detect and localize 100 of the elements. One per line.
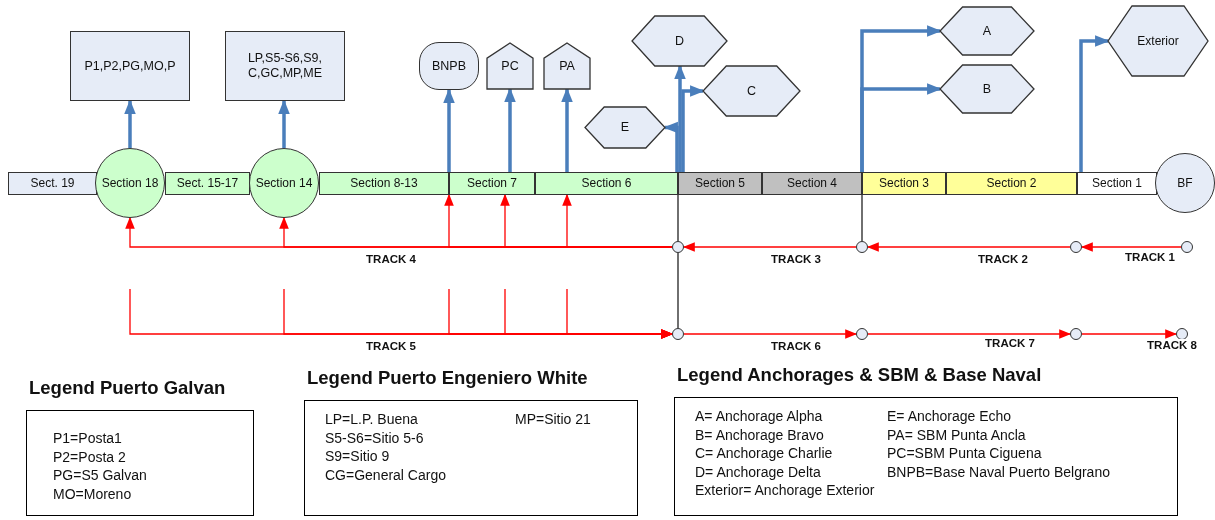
node-label: BNPB <box>431 58 466 74</box>
junction-circle <box>672 328 684 340</box>
legend-entry: CG=General Cargo <box>325 465 446 484</box>
connector-line <box>677 194 679 242</box>
node-label: B <box>982 81 992 97</box>
section-segment <box>319 172 449 195</box>
arrow <box>866 242 1071 252</box>
legend-entry: P2=Posta 2 <box>53 447 126 466</box>
arrow <box>681 85 705 172</box>
section-segment <box>762 172 862 195</box>
junction-circle <box>1070 241 1082 253</box>
node-label: PA <box>559 58 575 74</box>
node-label: Section 1 <box>1091 176 1142 191</box>
terminal-box <box>225 31 345 101</box>
node-label: Section 18 <box>101 175 159 191</box>
junction-circle <box>1070 328 1082 340</box>
arrow <box>443 88 455 172</box>
track-label: TRACK 6 <box>769 340 823 352</box>
arrow <box>1079 35 1110 172</box>
node-label: Section 2 <box>986 176 1037 191</box>
legend-heading: Legend Puerto Engeniero White <box>307 367 588 389</box>
legend-entry: MO=Moreno <box>53 484 132 503</box>
arrow <box>663 121 679 172</box>
section-segment <box>535 172 678 195</box>
arrow <box>1080 242 1182 252</box>
legend-entry: BNPB=Base Naval Puerto Belgrano <box>887 462 1110 481</box>
arrow <box>683 329 858 339</box>
node-label: LP,S5-S6,S9, C,GC,MP,ME <box>246 51 324 81</box>
track-label: TRACK 7 <box>983 337 1037 349</box>
node-label: BF <box>1177 175 1193 191</box>
legend-entry: B= Anchorage Bravo <box>695 425 824 444</box>
legend-entry: PA= SBM Punta Ancla <box>887 425 1026 444</box>
node-label: Section 14 <box>255 175 313 191</box>
hexagon-marker <box>632 16 727 66</box>
legend-entry: PC=SBM Punta Ciguena <box>887 444 1042 462</box>
section-segment <box>165 172 250 195</box>
arrow <box>860 83 942 172</box>
legend-entry: PG=S5 Galvan <box>53 466 147 484</box>
node-label: C <box>747 83 756 99</box>
connector-line <box>861 194 863 242</box>
junction-circle <box>856 241 868 253</box>
node-label: Section 3 <box>878 176 929 191</box>
arrow <box>1081 329 1178 339</box>
end-circle <box>1155 153 1215 213</box>
hexagon-marker <box>940 65 1034 113</box>
section-segment <box>946 172 1077 195</box>
legend-entry: S5-S6=Sitio 5-6 <box>325 428 424 447</box>
legend-entry: MP=Sitio 21 <box>515 410 591 428</box>
track-label: TRACK 1 <box>1123 251 1177 263</box>
connector-line <box>677 252 679 329</box>
hexagon-marker <box>940 7 1034 55</box>
track-label: TRACK 4 <box>364 253 418 265</box>
pentagon-marker <box>544 43 590 89</box>
arrow <box>867 329 1072 339</box>
legend-entry: S9=Sitio 9 <box>325 447 390 465</box>
legend-entry: C= Anchorage Charlie <box>695 444 833 462</box>
node-label: E <box>620 120 630 135</box>
terminal-box <box>70 31 190 101</box>
track-label: TRACK 3 <box>769 253 823 265</box>
pentagon-marker <box>487 43 533 89</box>
junction-circle <box>856 328 868 340</box>
node-label: PC <box>501 58 519 74</box>
arrow <box>124 99 136 148</box>
legend-entry: P1=Posta1 <box>53 429 122 447</box>
section-segment <box>1077 172 1157 195</box>
track-label: TRACK 5 <box>364 340 418 352</box>
track-label: TRACK 8 <box>1145 339 1199 351</box>
node-label: Section 6 <box>581 176 632 191</box>
legend-heading: Legend Anchorages & SBM & Base Naval <box>677 364 1042 386</box>
arrow <box>566 288 674 339</box>
hexagon-marker <box>1108 6 1208 76</box>
arrow <box>562 193 673 248</box>
node-label: Section 8-13 <box>350 176 418 191</box>
node-label: P1,P2,PG,MO,P <box>83 58 177 74</box>
rounded-box <box>419 42 479 90</box>
track-label: TRACK 2 <box>976 253 1030 265</box>
legend-entry: E= Anchorage Echo <box>887 407 1012 425</box>
node-label: Exterior <box>1137 33 1179 49</box>
node-label: A <box>982 23 992 39</box>
arrow <box>682 242 857 252</box>
node-label: Section 7 <box>466 176 517 191</box>
node-label: Sect. 15-17 <box>176 176 239 191</box>
legend-entry: D= Anchorage Delta <box>695 462 821 481</box>
legend-heading: Legend Puerto Galvan <box>29 377 226 399</box>
junction-circle <box>672 241 684 253</box>
arrow <box>278 99 290 148</box>
node-label: Sect. 19 <box>30 176 75 191</box>
section-segment <box>678 172 762 195</box>
hexagon-marker <box>585 107 665 148</box>
junction-circle <box>1176 328 1188 340</box>
node-label: Section 5 <box>694 176 745 191</box>
legend-entry: Exterior= Anchorage Exterior <box>695 481 875 499</box>
node-label: Section 4 <box>786 176 837 191</box>
section-segment <box>449 172 535 195</box>
hexagon-marker <box>703 66 800 116</box>
section-segment <box>862 172 946 195</box>
legend-entry: LP=L.P. Buena <box>325 410 418 428</box>
junction-circle <box>1181 241 1193 253</box>
node-label: D <box>675 33 684 49</box>
legend-entry: A= Anchorage Alpha <box>695 407 823 425</box>
